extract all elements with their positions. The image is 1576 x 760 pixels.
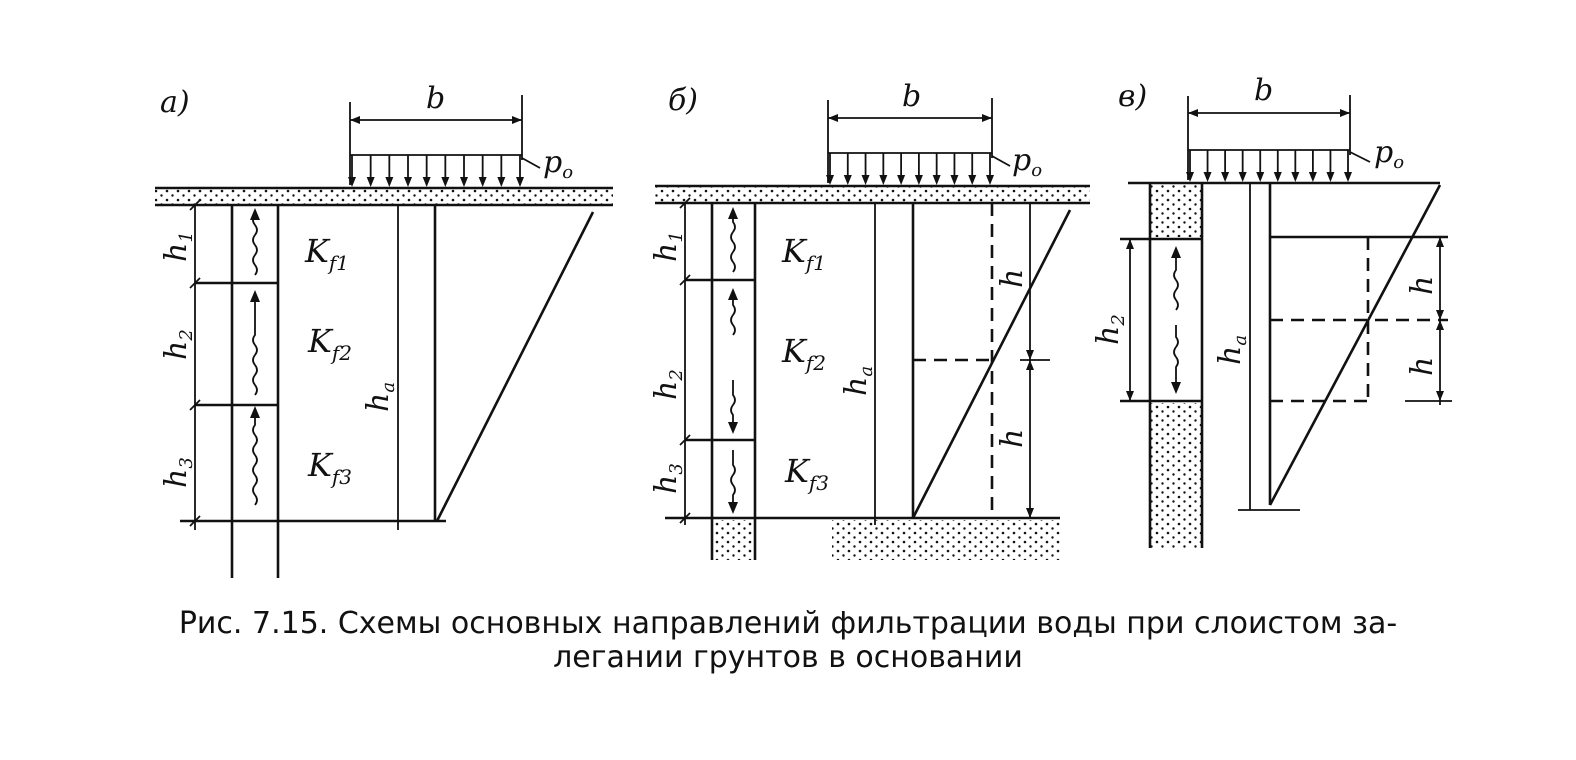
load-arrow-head [843,175,852,185]
panel-a-width-label: b [426,81,445,116]
load-arrow-head [497,177,506,187]
load-arrow-head [968,175,977,185]
panel-a-h1-label: h1 [159,231,197,262]
panel-c-load-label: po [1374,135,1404,173]
load-arrow-head [897,175,906,185]
load-arrow-head [932,175,941,185]
dimension-tick [189,515,201,527]
load-arrow-head [441,177,450,187]
panel-a-ha-label: ha [361,382,399,412]
panel-a-surface [155,186,613,207]
panel-c-column-bottom-soil [1150,403,1202,548]
panel-b-h3-label: h3 [649,463,687,494]
panel-c-ha-label: ha [1213,335,1251,365]
panel-a-letter: а) [160,85,190,120]
panel-b-h-bottom-label: h [995,429,1030,448]
panel-b-h2-label: h2 [649,369,687,400]
load-arrow-head [879,175,888,185]
load-arrow-head [1291,172,1300,182]
panel-c-h-top-label: h [1405,276,1440,295]
panel-a-load: po [348,145,573,187]
dimension-tick [189,199,201,211]
panel-b-load-label: po [1012,143,1042,181]
load-arrow-head [516,177,524,187]
panel-b-width-label: b [902,79,921,114]
panel-b-ha-label: ha [839,366,877,396]
dimension-tick [189,399,201,411]
dimension-tick [679,197,691,209]
panel-b-width-dimension: b [827,79,993,183]
load-arrow-head [404,177,412,187]
dimension-tick [679,434,691,446]
panel-a-kf1-label: Kf1 [304,232,349,275]
load-arrow-head [385,177,394,187]
load-arrow-head [366,177,375,187]
panel-b-kf3-label: Kf3 [784,452,829,495]
figure-caption-line1: Рис. 7.15. Схемы основных направлений фи… [179,606,1397,641]
panel-c-width-label: b [1254,73,1273,108]
dimension-tick [679,274,691,286]
load-arrow-head [1273,172,1282,182]
load-arrow-head [986,175,994,185]
load-arrow-head [861,175,870,185]
panel-a-h3-label: h3 [159,457,197,488]
panel-c-column-top-soil [1150,185,1202,237]
load-arrow-head [950,175,959,185]
panel-b-letter: б) [668,83,698,118]
panel-b: б) b po [649,79,1090,560]
panel-c-load: po [1186,135,1404,182]
dimension-tick [679,512,691,524]
load-arrow-head [460,177,468,187]
panel-a-width-dimension: b [349,81,523,185]
load-arrow-head [1308,172,1317,182]
load-arrow-head [826,175,834,185]
panel-a-kf2-label: Kf2 [307,322,352,365]
load-arrow-head [1203,172,1212,182]
load-arrow-head [1344,172,1352,182]
load-arrow-head [348,177,356,187]
panel-b-h1-label: h1 [649,231,687,262]
panel-a-load-label: po [543,145,573,183]
panel-c-width-dimension: b [1187,73,1351,180]
panel-b-kf1-label: Kf1 [781,232,826,275]
panel-b-column-base-soil [712,520,755,560]
load-arrow-head [1238,172,1247,182]
panel-a: а) b po [155,81,613,578]
figure-caption-line2: легании грунтов в основании [553,640,1023,675]
load-arrow-head [1221,172,1230,182]
load-arrow-head [478,177,487,187]
panel-a-filtration-arrows [250,208,260,506]
panel-b-base-soil [832,520,1060,560]
panel-c-h2-label: h2 [1091,314,1129,345]
panel-b-filtration-arrows [728,207,738,514]
panel-c: в) b po h2 [1091,73,1452,548]
panel-c-filtration-arrows [1171,246,1181,394]
panel-b-kf2-label: Kf2 [781,332,826,375]
panel-c-letter: в) [1118,79,1147,114]
load-arrow-head [422,177,431,187]
dimension-tick [189,277,201,289]
load-arrow-head [914,175,923,185]
load-arrow-head [1326,172,1335,182]
panel-b-surface [655,184,1090,205]
load-arrow-head [1256,172,1265,182]
panel-a-kf3-label: Kf3 [307,446,352,489]
panel-c-h-bottom-label: h [1405,357,1440,376]
panel-b-h-top-label: h [995,269,1030,288]
panel-b-load: po [826,143,1042,185]
load-arrow-head [1186,172,1194,182]
panel-a-h2-label: h2 [159,329,197,360]
